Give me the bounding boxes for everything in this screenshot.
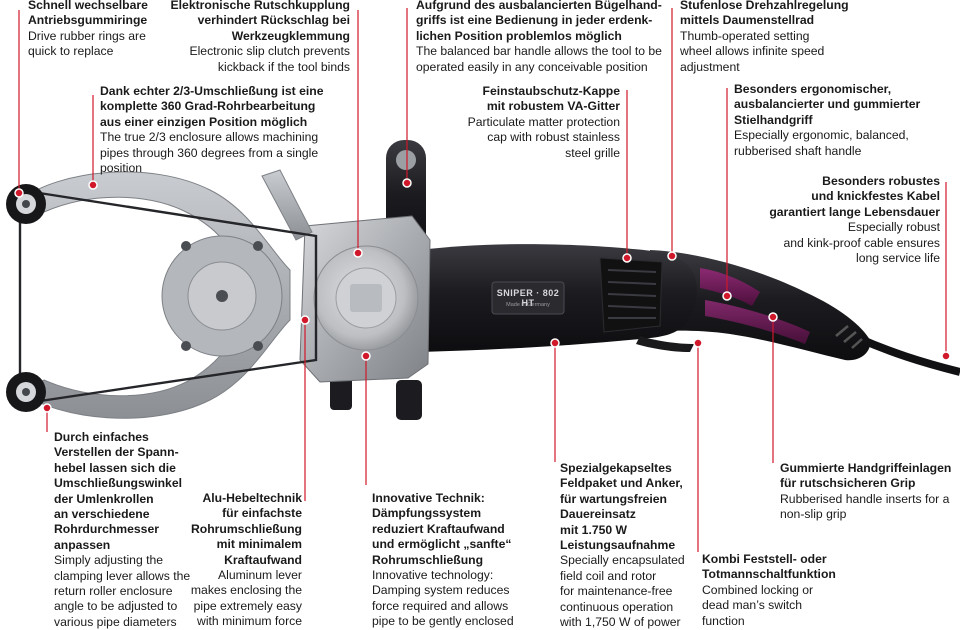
callout-enclosure: Dank echter 2/3-Umschließung ist eine ko…: [100, 84, 340, 176]
callout-grip-inserts-en: Rubberised handle inserts for a non-slip…: [780, 491, 950, 522]
callout-enclosure-de: Dank echter 2/3-Umschließung ist eine ko…: [100, 84, 324, 129]
callout-rings-en: Drive rubber rings are quick to replace: [28, 28, 146, 59]
callout-handle-bar: Aufgrund des ausbalancierten Bügelhand- …: [416, 0, 666, 75]
grip-insert: [700, 268, 760, 306]
callout-grip-inserts: Gummierte Handgriffeinlagen für rutschsi…: [780, 461, 958, 523]
callout-shaft-handle: Besonders ergonomischer, ausbalancierter…: [734, 82, 934, 159]
callout-clutch-de: Elektronische Rutschkupplung verhindert …: [170, 0, 350, 43]
callout-cable: Besonders robustes und knickfestes Kabel…: [748, 174, 940, 266]
handle-vents: [835, 325, 863, 349]
dot-clamping: [42, 403, 52, 413]
callout-rings-de: Schnell wechselbare Antriebsgummiringe: [28, 0, 148, 28]
product-badge: SNIPER · 802 HT: [496, 288, 560, 308]
callout-switch-de: Kombi Feststell- oder Totmannschaltfunkt…: [702, 552, 836, 582]
dot-shaft-handle: [722, 291, 732, 301]
badge-plate: [491, 281, 565, 315]
callout-damping-de: Innovative Technik: Dämpfungssystem redu…: [372, 491, 512, 567]
dot-speed: [667, 251, 677, 261]
callout-handle-bar-en: The balanced bar handle allows the tool …: [416, 44, 662, 74]
callout-speed-en: Thumb-operated setting wheel allows infi…: [680, 28, 825, 74]
lower-knob-left: [330, 376, 352, 410]
callout-speed-de: Stufenlose Drehzahlregelung mittels Daum…: [680, 0, 849, 28]
dot-grip-inserts: [768, 312, 778, 322]
callout-cable-en: Especially robust and kink-proof cable e…: [783, 220, 941, 266]
callout-lever: Alu-Hebeltechnik für einfachste Rohrumsc…: [186, 491, 302, 630]
callout-dust-cap-de: Feinstaubschutz-Kappe mit robustem VA-Gi…: [482, 84, 620, 114]
callout-switch: Kombi Feststell- oder Totmannschaltfunkt…: [702, 552, 872, 629]
made-in-label: Made in Germany: [506, 302, 550, 308]
switch-lever: [636, 336, 694, 352]
vent-slots: [607, 269, 657, 319]
dot-clutch: [353, 248, 363, 258]
callout-field-coil: Spezialgekapseltes Feldpaket und Anker, …: [560, 461, 700, 630]
callout-clamping-en: Simply adjusting the clamping lever allo…: [54, 553, 191, 629]
dot-damping: [361, 351, 371, 361]
clamping-lever: [261, 169, 313, 241]
callout-lever-de: Alu-Hebeltechnik für einfachste Rohrumsc…: [190, 491, 302, 567]
abrasive-belt: [19, 188, 318, 406]
callout-clamping-de: Durch einfaches Verstellen der Spann- he…: [54, 430, 182, 552]
dot-rings: [14, 188, 24, 198]
callout-field-coil-de: Spezialgekapseltes Feldpaket und Anker, …: [560, 461, 683, 553]
dot-enclosure: [88, 180, 98, 190]
callout-clamping: Durch einfaches Verstellen der Spann- he…: [54, 430, 200, 630]
callout-lever-en: Aluminum lever makes enclosing the pipe …: [190, 568, 302, 629]
callout-cable-de: Besonders robustes und knickfestes Kabel…: [769, 174, 940, 219]
dot-dust-cap: [622, 253, 632, 263]
dot-handle-bar: [402, 178, 412, 188]
callout-grip-inserts-de: Gummierte Handgriffeinlagen für rutschsi…: [780, 461, 952, 491]
callout-dust-cap-en: Particulate matter protection cap with r…: [467, 114, 620, 160]
callout-field-coil-en: Specially encapsulated field coil and ro…: [560, 553, 685, 630]
callout-switch-en: Combined locking or dead man’s switch fu…: [702, 582, 814, 628]
purple-grip-band: [705, 300, 810, 344]
callout-damping: Innovative Technik: Dämpfungssystem redu…: [372, 491, 532, 630]
callout-speed: Stufenlose Drehzahlregelung mittels Daum…: [680, 0, 870, 75]
callout-handle-bar-de: Aufgrund des ausbalancierten Bügelhand- …: [416, 0, 662, 43]
callout-clutch: Elektronische Rutschkupplung verhindert …: [168, 0, 350, 75]
callout-shaft-handle-de: Besonders ergonomischer, ausbalancierter…: [734, 82, 921, 127]
callout-dust-cap: Feinstaubschutz-Kappe mit robustem VA-Gi…: [440, 84, 620, 161]
dot-cable: [941, 351, 951, 361]
dot-field-coil: [550, 338, 560, 348]
dot-lever: [300, 315, 310, 325]
return-roller-bottom: [6, 372, 46, 412]
callout-damping-en: Innovative technology: Damping system re…: [372, 568, 514, 629]
lower-knob-right: [396, 380, 422, 420]
callout-rings: Schnell wechselbare Antriebsgummiringe D…: [28, 0, 188, 60]
callout-shaft-handle-en: Especially ergonomic, balanced, rubberis…: [734, 128, 909, 158]
dot-switch: [693, 338, 703, 348]
callout-enclosure-en: The true 2/3 enclosure allows machining …: [100, 130, 319, 176]
callout-clutch-en: Electronic slip clutch prevents kickback…: [189, 44, 350, 74]
